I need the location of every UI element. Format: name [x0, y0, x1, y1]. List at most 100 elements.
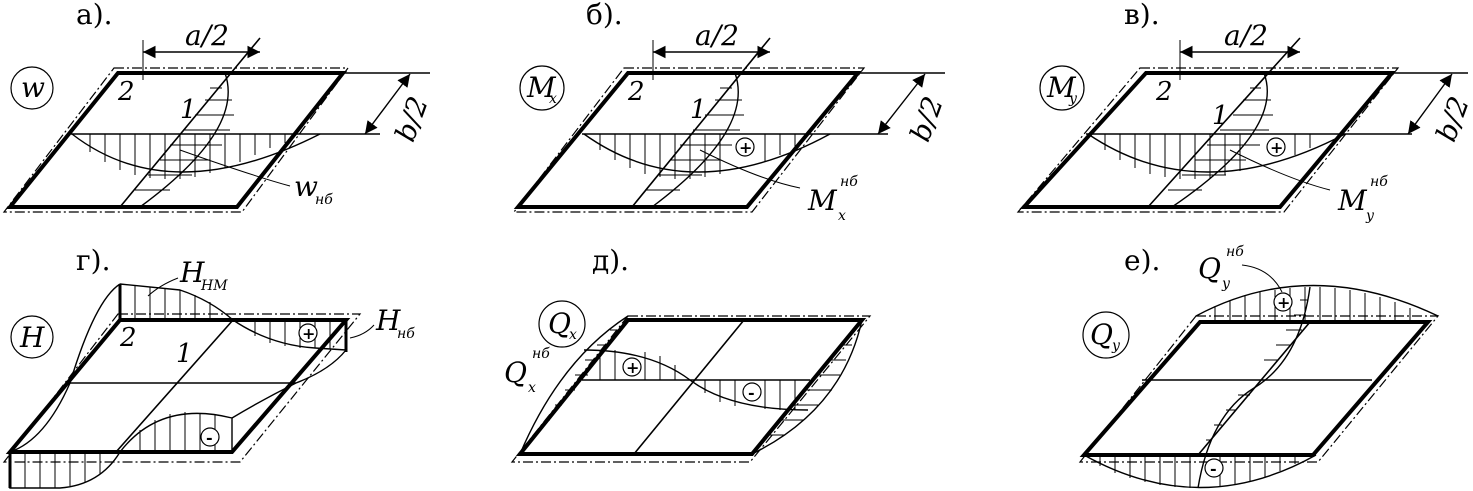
dim-a-label: a/2	[185, 19, 229, 52]
hatch-x	[89, 134, 286, 179]
plus-sign: +	[1270, 138, 1283, 157]
quantity-circle	[10, 315, 54, 359]
quantity-symbol: M	[526, 71, 557, 104]
quantity-sub: x	[569, 327, 577, 343]
plate	[5, 71, 348, 209]
dim-b-line	[877, 73, 926, 135]
panel-label: г).	[76, 244, 111, 277]
annotation-symbol: Q	[504, 356, 527, 389]
quantity-sub: x	[549, 91, 557, 107]
annotation-sub: y	[1221, 276, 1231, 292]
hatch-bottom	[1099, 455, 1296, 488]
panel-label: д).	[592, 244, 629, 277]
minus-sign-circle	[1204, 458, 1224, 478]
mid-line-y	[631, 37, 771, 208]
panel-b: б). a/2 b/2 2 1 + M x	[512, 0, 950, 224]
mid-line-y	[1147, 37, 1301, 208]
quantity-symbol: M	[1046, 71, 1077, 104]
annotation-leader-2	[349, 324, 375, 339]
quantity-circle	[1039, 65, 1085, 111]
dim-b-line	[1407, 73, 1453, 135]
mid-line-y	[119, 37, 261, 208]
mid-line-y	[633, 319, 745, 455]
plate-outline-dashed	[1078, 315, 1440, 463]
shear-diagram-left	[519, 315, 629, 455]
region-1-label: 1	[176, 339, 193, 369]
plate-outline-dashed	[1016, 67, 1400, 213]
region-2-label: 2	[117, 77, 135, 107]
annotation-sub: нб	[315, 192, 333, 208]
hatch-x	[1104, 134, 1311, 179]
panel-label: е).	[1124, 244, 1160, 277]
annotation-sup: нб	[532, 346, 550, 362]
annotation-symbol: M	[1337, 184, 1368, 217]
minus-sign-circle	[742, 382, 762, 402]
moment-diagram-y	[1171, 72, 1268, 208]
shear-diagram-x	[583, 349, 809, 411]
hatch-y	[645, 87, 744, 191]
mid-line-y	[115, 319, 234, 453]
annotation-leader	[147, 277, 179, 297]
panel-a: а). a/2 b/2	[2, 0, 435, 213]
hatch-x	[599, 350, 796, 410]
plus-sign: +	[1277, 293, 1290, 312]
hatch-right	[768, 344, 852, 436]
annotation-sub: x	[838, 208, 846, 224]
shear-diagram-top	[1195, 284, 1439, 317]
plate	[1079, 320, 1433, 457]
annotation-leader	[699, 149, 801, 189]
dim-b-label: b/2	[903, 92, 949, 146]
quantity-symbol: H	[19, 321, 45, 354]
dim-a-label: a/2	[1224, 19, 1268, 52]
panel-e: е).	[1078, 244, 1440, 489]
region-2-label: 2	[119, 323, 137, 353]
annotation-sup: нб	[840, 174, 858, 190]
panel-label: б).	[586, 0, 623, 31]
minus-sign: -	[748, 383, 755, 402]
plate-outline-dashed	[2, 313, 362, 463]
plate-outline-dashed	[512, 67, 866, 213]
region-1-label: 1	[1212, 101, 1229, 131]
annotation-sub: y	[1365, 208, 1375, 224]
plus-sign: +	[302, 324, 315, 343]
torsion-diagram-right	[231, 349, 347, 419]
hatch-top	[134, 286, 331, 349]
quantity-sub: y	[1068, 91, 1078, 107]
torsion-diagram-bottom	[9, 412, 233, 489]
quantity-circle	[519, 65, 565, 111]
annotation-sup: нб	[1226, 244, 1244, 260]
quantity-symbol: Q	[548, 307, 571, 340]
annotation-symbol: M	[807, 184, 838, 217]
quantity-symbol: Q	[1090, 318, 1113, 351]
region-1-label: 1	[180, 95, 197, 125]
panel-v: в). a/2 b/2 2 1 + M y	[1016, 0, 1473, 224]
minus-sign: -	[1210, 459, 1217, 478]
minus-sign: -	[206, 428, 213, 447]
plate	[1019, 71, 1397, 209]
hatch-y	[135, 87, 234, 191]
panel-d: д). +	[504, 244, 872, 463]
annotation-2-symbol: H	[375, 304, 401, 337]
annotation-sub: x	[528, 380, 536, 396]
annotation-2-sub: нб	[397, 326, 415, 342]
annotation-leader	[1241, 264, 1283, 293]
shear-diagram-mid	[1197, 286, 1311, 489]
quantity-circle	[1082, 311, 1130, 359]
quantity-circle	[10, 66, 54, 110]
annotation-sub: HM	[200, 278, 228, 294]
region-2-label: 2	[1155, 77, 1173, 107]
plus-sign-circle	[1273, 292, 1293, 312]
quantity-symbol: w	[21, 71, 45, 104]
shear-diagram-right	[751, 319, 863, 455]
quantity-circle	[538, 300, 586, 348]
moment-diagram-x	[1087, 133, 1346, 173]
annotation-leader	[179, 149, 291, 187]
deflection-diagram-y	[139, 72, 229, 208]
plus-sign-circle	[622, 357, 642, 377]
plus-sign-circle	[1266, 137, 1286, 157]
plus-sign-circle	[735, 137, 755, 157]
plate	[513, 71, 863, 209]
torsion-diagram-left	[9, 283, 121, 453]
plus-sign: +	[739, 138, 752, 157]
